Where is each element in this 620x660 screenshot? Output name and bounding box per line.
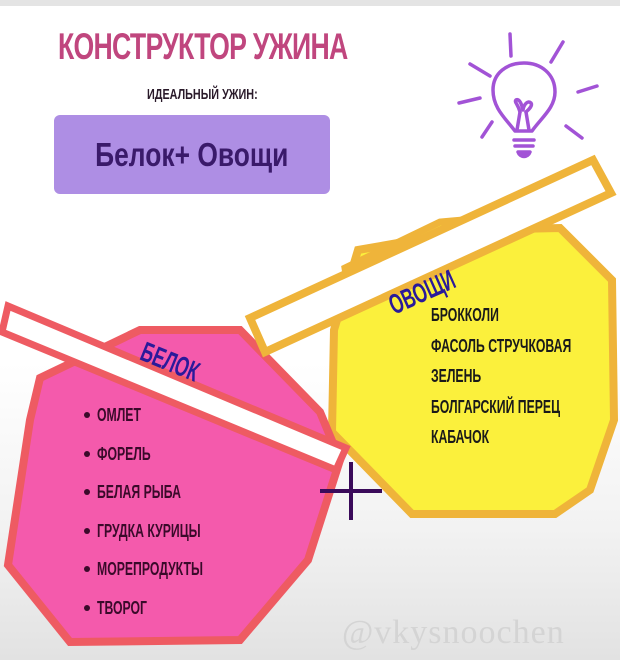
- list-item: ФАСОЛЬ СТРУЧКОВАЯ: [431, 335, 572, 356]
- page-subtitle: ИДЕАЛЬНЫЙ УЖИН:: [147, 86, 258, 103]
- bullet-icon: [84, 489, 90, 496]
- bullet-icon: [84, 412, 90, 419]
- bullet-icon: [84, 450, 90, 457]
- protein-banner: [0, 301, 351, 475]
- list-item: КАБАЧОК: [431, 427, 490, 447]
- list-item: ТВОРОГ: [84, 589, 253, 628]
- lightbulb-icon: [457, 32, 599, 159]
- list-item: ОМЛЕТ: [84, 396, 253, 435]
- bullet-icon: [84, 604, 90, 611]
- bullet-icon: [84, 566, 90, 573]
- page-title: КОНСТРУКТОР УЖИНА: [58, 26, 348, 67]
- list-item: БЕЛАЯ РЫБА: [84, 473, 253, 512]
- bullet-icon: [84, 527, 90, 534]
- list-item: ЗЕЛЕНЬ: [431, 366, 482, 386]
- plus-icon: [320, 462, 382, 520]
- list-item: ГРУДКА КУРИЦЫ: [84, 512, 253, 551]
- watermark: @vkysnoochen: [342, 614, 565, 651]
- list-item: ФОРЕЛЬ: [84, 435, 253, 474]
- top-border: [0, 0, 620, 6]
- list-item: МОРЕПРОДУКТЫ: [84, 550, 253, 589]
- list-item: БОЛГАРСКИЙ ПЕРЕЦ: [431, 396, 561, 417]
- vegetables-list: БРОККОЛИ ФАСОЛЬ СТРУЧКОВАЯ ЗЕЛЕНЬ БОЛГАР…: [431, 300, 620, 453]
- vegetables-banner: [244, 154, 617, 358]
- protein-list: ОМЛЕТ ФОРЕЛЬ БЕЛАЯ РЫБА ГРУДКА КУРИЦЫ МО…: [84, 396, 253, 627]
- list-item: БРОККОЛИ: [431, 305, 499, 325]
- formula-box: Белок+ Овощи: [54, 115, 330, 194]
- formula-text: Белок+ Овощи: [95, 135, 289, 173]
